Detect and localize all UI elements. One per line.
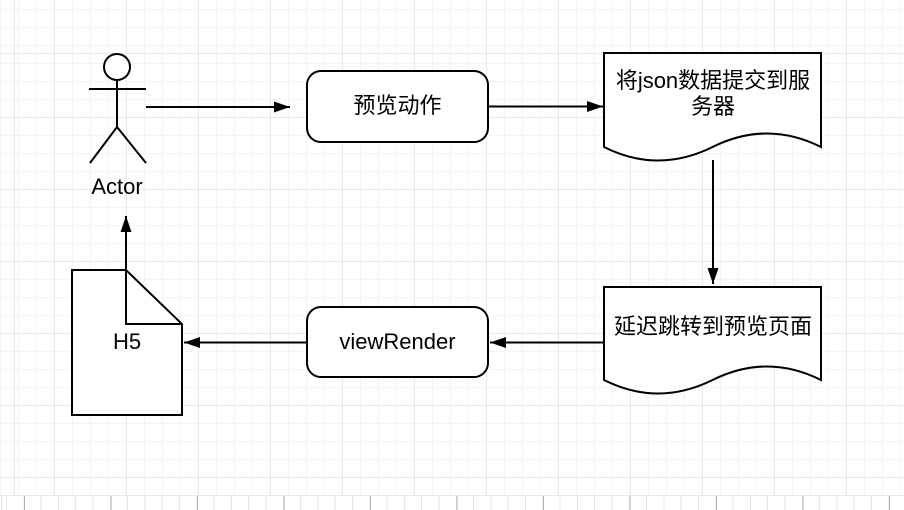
preview-action-node[interactable]: [306, 70, 489, 143]
view-render-node[interactable]: [306, 306, 489, 378]
preview-action-label: 预览动作: [353, 93, 442, 119]
delay-redirect-node[interactable]: [603, 286, 822, 395]
h5-label: H5: [112, 329, 142, 355]
view-render-label: viewRender: [339, 328, 456, 354]
delay-redirect-label: 延迟跳转到预览页面: [613, 313, 812, 339]
actor-label: Actor: [91, 173, 143, 199]
offpage-tick-strip: [0, 495, 904, 510]
actor-figure[interactable]: [89, 53, 147, 164]
submit-json-node[interactable]: [603, 52, 822, 162]
submit-json-label: 将json数据提交到服务器: [615, 67, 811, 119]
h5-node[interactable]: [71, 269, 183, 416]
